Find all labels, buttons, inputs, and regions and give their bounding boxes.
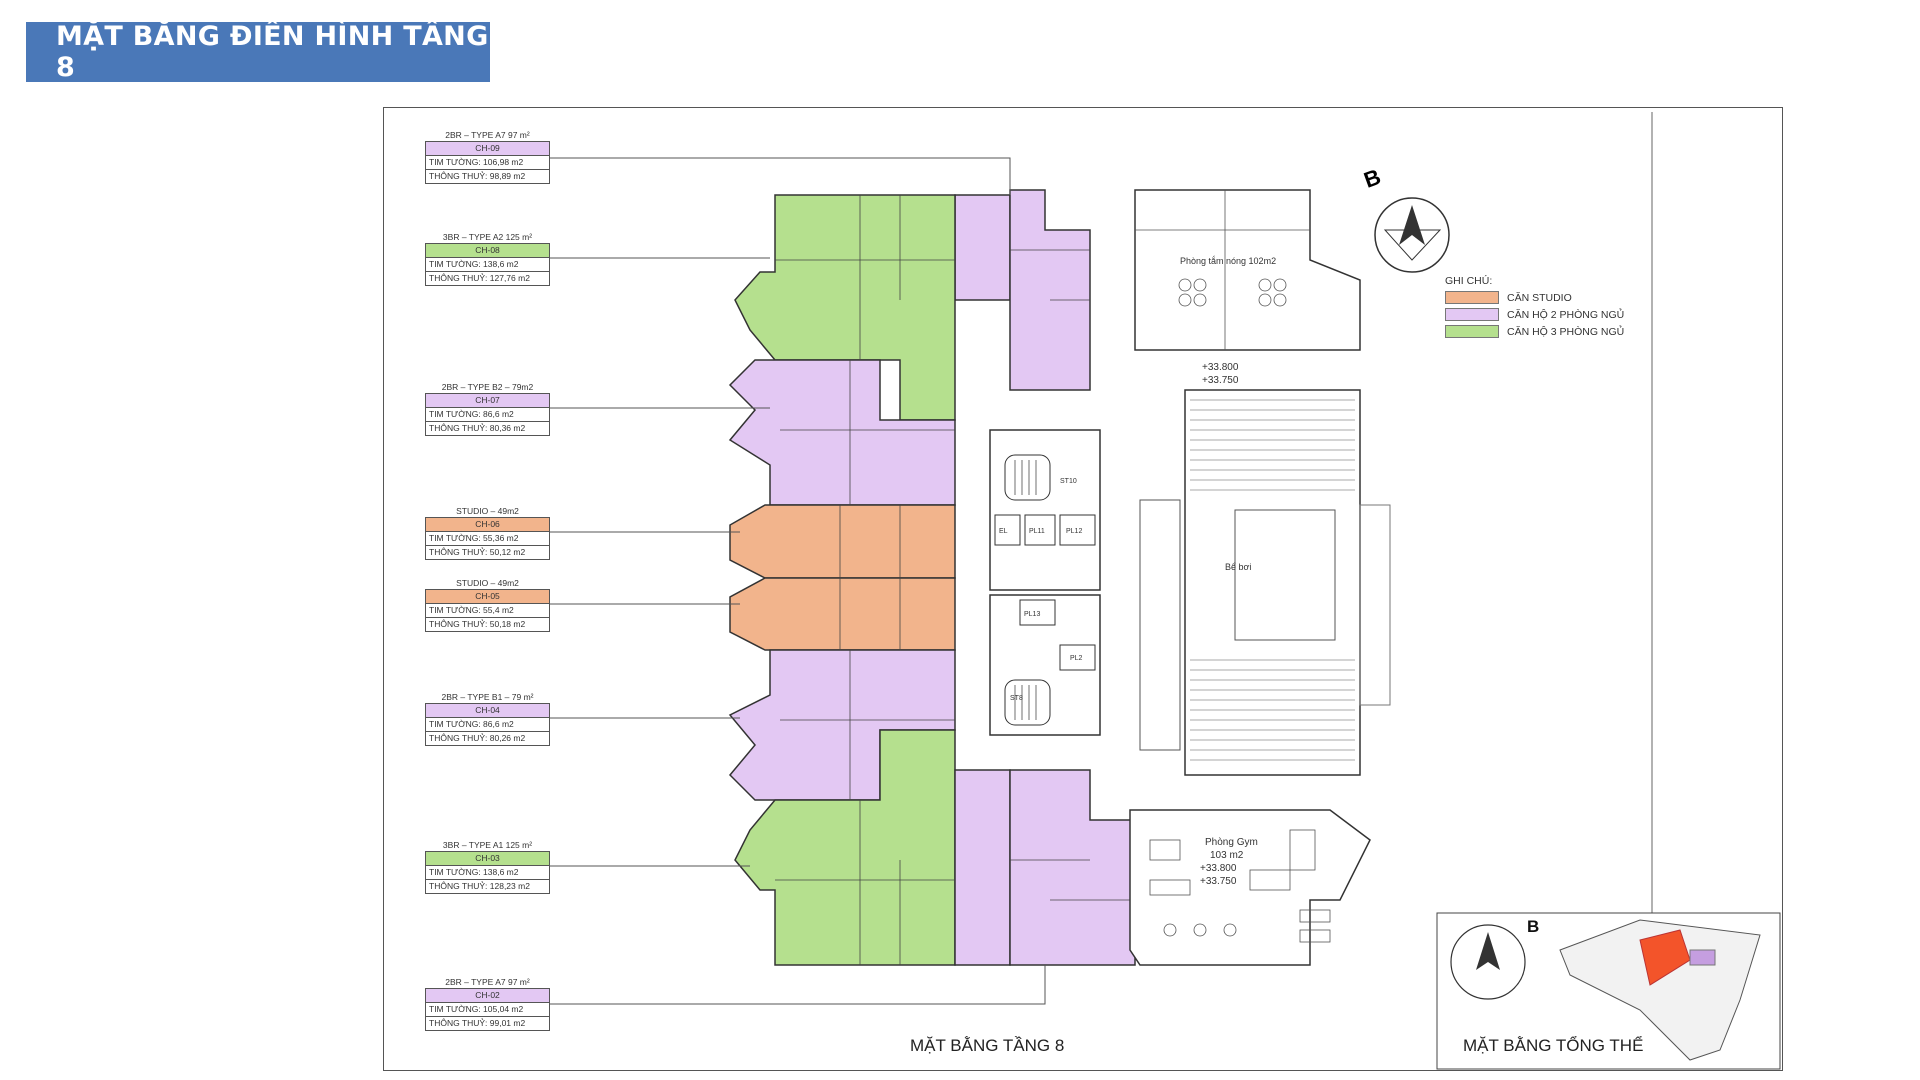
- bath-room-label: Phòng tắm nóng 102m2: [1180, 256, 1276, 266]
- unit-clear-area: THÔNG THUỶ: 128,23 m2: [425, 880, 550, 894]
- unit-label-ch04: 2BR – TYPE B1 – 79 m² CH-04 TIM TƯỜNG: 8…: [425, 692, 550, 746]
- unit-clear-area: THÔNG THUỶ: 98,89 m2: [425, 170, 550, 184]
- unit-wall-area: TIM TƯỜNG: 138,6 m2: [425, 258, 550, 272]
- unit-label-ch09: 2BR – TYPE A7 97 m² CH-09 TIM TƯỜNG: 106…: [425, 130, 550, 184]
- unit-clear-area: THÔNG THUỶ: 99,01 m2: [425, 1017, 550, 1031]
- unit-clear-area: THÔNG THUỶ: 80,36 m2: [425, 422, 550, 436]
- drawing-frame: [383, 107, 1783, 1071]
- legend-swatch: [1445, 308, 1499, 321]
- unit-type: 2BR – TYPE A7 97 m²: [445, 977, 530, 987]
- legend: GHI CHÚ: CĂN STUDIO CĂN HỘ 2 PHÒNG NGỦ C…: [1445, 275, 1624, 342]
- level-label-gym-1: +33.800: [1200, 863, 1237, 874]
- page-title: MẶT BẰNG ĐIỂN HÌNH TẦNG 8: [26, 21, 490, 83]
- unit-clear-area: THÔNG THUỶ: 127,76 m2: [425, 272, 550, 286]
- unit-code: CH-08: [425, 243, 550, 258]
- legend-item-two-bedroom: CĂN HỘ 2 PHÒNG NGỦ: [1445, 308, 1624, 321]
- unit-type: 2BR – TYPE B1 – 79 m²: [441, 692, 534, 702]
- legend-heading: GHI CHÚ:: [1445, 275, 1493, 287]
- legend-swatch: [1445, 325, 1499, 338]
- elevator-label: EL: [999, 528, 1008, 535]
- north-marker: B: [1360, 164, 1383, 193]
- unit-wall-area: TIM TƯỜNG: 55,4 m2: [425, 604, 550, 618]
- unit-code: CH-04: [425, 703, 550, 718]
- apartment-ch04: [728, 649, 956, 801]
- legend-item-three-bedroom: CĂN HỘ 3 PHÒNG NGỦ: [1445, 325, 1624, 338]
- unit-wall-area: TIM TƯỜNG: 105,04 m2: [425, 1003, 550, 1017]
- unit-code: CH-05: [425, 589, 550, 604]
- unit-label-ch05: STUDIO – 49m2 CH-05 TIM TƯỜNG: 55,4 m2 T…: [425, 578, 550, 632]
- unit-type: 2BR – TYPE B2 – 79m2: [441, 382, 534, 392]
- site-key-plan: [1436, 912, 1781, 1070]
- unit-type: 3BR – TYPE A2 125 m²: [442, 232, 533, 242]
- legend-label: CĂN HỘ 2 PHÒNG NGỦ: [1507, 308, 1625, 321]
- unit-label-ch07: 2BR – TYPE B2 – 79m2 CH-07 TIM TƯỜNG: 86…: [425, 382, 550, 436]
- north-arrow-icon: [1374, 197, 1450, 273]
- core: [989, 429, 1101, 736]
- gym-room: [1129, 809, 1371, 966]
- lift-label-pl11: PL11: [1029, 528, 1045, 535]
- level-label-top-2: +33.750: [1202, 375, 1239, 386]
- legend-item-studio: CĂN STUDIO: [1445, 291, 1624, 304]
- unit-wall-area: TIM TƯỜNG: 86,6 m2: [425, 718, 550, 732]
- unit-code: CH-02: [425, 988, 550, 1003]
- leader-lines: [550, 157, 1046, 1005]
- unit-wall-area: TIM TƯỜNG: 86,6 m2: [425, 408, 550, 422]
- unit-type: STUDIO – 49m2: [456, 506, 519, 516]
- unit-type: STUDIO – 49m2: [456, 578, 519, 588]
- unit-wall-area: TIM TƯỜNG: 138,6 m2: [425, 866, 550, 880]
- lift-label-pl2: PL2: [1070, 655, 1083, 662]
- unit-clear-area: THÔNG THUỶ: 50,12 m2: [425, 546, 550, 560]
- unit-clear-area: THÔNG THUỶ: 50,18 m2: [425, 618, 550, 632]
- legend-swatch: [1445, 291, 1499, 304]
- legend-label: CĂN STUDIO: [1507, 291, 1572, 304]
- unit-clear-area: THÔNG THUỶ: 80,26 m2: [425, 732, 550, 746]
- lift-label-pl13: PL13: [1024, 611, 1040, 618]
- apartment-ch05: [729, 577, 956, 651]
- unit-code: CH-07: [425, 393, 550, 408]
- floor-plan-caption: MẶT BẰNG TẦNG 8: [910, 1036, 1065, 1055]
- unit-code: CH-09: [425, 141, 550, 156]
- legend-label: CĂN HỘ 3 PHÒNG NGỦ: [1507, 325, 1625, 338]
- unit-label-ch03: 3BR – TYPE A1 125 m² CH-03 TIM TƯỜNG: 13…: [425, 840, 550, 894]
- apartment-ch09: [954, 189, 1091, 391]
- lift-label-pl12: PL12: [1066, 528, 1082, 535]
- unit-label-ch02: 2BR – TYPE A7 97 m² CH-02 TIM TƯỜNG: 105…: [425, 977, 550, 1031]
- stair-label-bottom: ST8: [1010, 695, 1023, 702]
- gym-label: Phòng Gym: [1205, 837, 1258, 848]
- stair-label-top: ST10: [1060, 478, 1077, 485]
- swimming-pool: [1139, 389, 1391, 776]
- site-north-marker: B: [1527, 917, 1539, 936]
- unit-type: 2BR – TYPE A7 97 m²: [445, 130, 530, 140]
- unit-wall-area: TIM TƯỜNG: 55,36 m2: [425, 532, 550, 546]
- apartment-ch02: [954, 769, 1136, 966]
- unit-label-ch08: 3BR – TYPE A2 125 m² CH-08 TIM TƯỜNG: 13…: [425, 232, 550, 286]
- unit-code: CH-06: [425, 517, 550, 532]
- unit-wall-area: TIM TƯỜNG: 106,98 m2: [425, 156, 550, 170]
- apartment-ch06: [729, 504, 956, 579]
- unit-label-ch06: STUDIO – 49m2 CH-06 TIM TƯỜNG: 55,36 m2 …: [425, 506, 550, 560]
- unit-code: CH-03: [425, 851, 550, 866]
- site-plan-caption: MẶT BẰNG TỔNG THỂ: [1463, 1036, 1644, 1055]
- level-label-gym-2: +33.750: [1200, 876, 1237, 887]
- unit-type: 3BR – TYPE A1 125 m²: [442, 840, 533, 850]
- hot-bath-room: [1134, 189, 1361, 351]
- level-label-top-1: +33.800: [1202, 362, 1239, 373]
- gym-area-label: 103 m2: [1210, 850, 1244, 861]
- pool-label: Bể bơi: [1225, 562, 1251, 572]
